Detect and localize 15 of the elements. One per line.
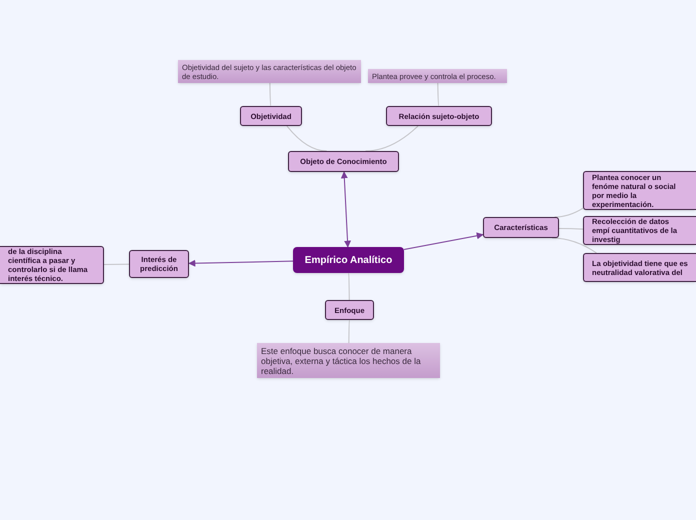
connector (188, 260, 294, 267)
connector (104, 264, 130, 266)
connector (269, 82, 272, 106)
connector (365, 126, 418, 152)
connector (554, 208, 584, 218)
note-box: Este enfoque busca conocer de manera objetiva, externa y táctica los hechos de la realidad. (257, 343, 440, 378)
connector (348, 272, 350, 300)
connector (552, 238, 598, 254)
connector (348, 320, 350, 344)
central-topic: Empírico Analítico (293, 247, 404, 273)
connector (558, 228, 584, 230)
connector (286, 126, 328, 152)
connector (404, 232, 484, 250)
connector (340, 171, 352, 248)
connector (437, 82, 440, 106)
